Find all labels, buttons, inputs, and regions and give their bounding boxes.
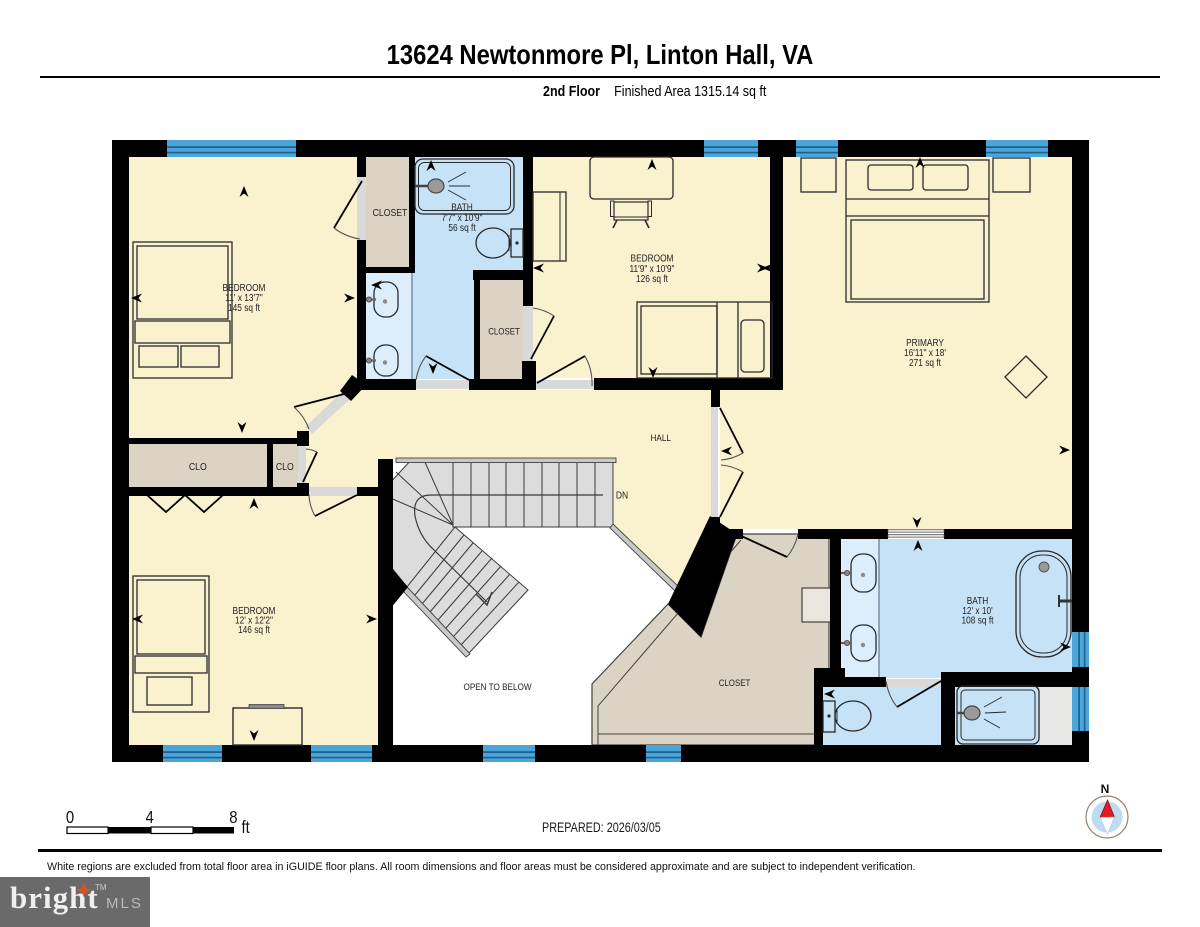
svg-text:145 sq ft: 145 sq ft	[228, 302, 260, 313]
svg-text:N: N	[1101, 782, 1110, 796]
svg-text:BATH: BATH	[967, 595, 989, 606]
svg-text:CLOSET: CLOSET	[719, 677, 751, 688]
svg-text:PRIMARY: PRIMARY	[906, 337, 944, 348]
svg-text:CLO: CLO	[276, 461, 294, 473]
svg-text:16'11" x 18': 16'11" x 18'	[904, 347, 946, 358]
svg-text:7'7" x 10'9": 7'7" x 10'9"	[442, 212, 483, 223]
svg-text:11' x 13'7": 11' x 13'7"	[225, 292, 262, 303]
svg-text:HALL: HALL	[651, 432, 671, 443]
svg-text:271 sq ft: 271 sq ft	[909, 357, 941, 368]
svg-text:CLOSET: CLOSET	[488, 326, 520, 337]
svg-text:4: 4	[145, 808, 153, 827]
svg-text:OPEN TO BELOW: OPEN TO BELOW	[463, 681, 532, 692]
svg-text:108 sq ft: 108 sq ft	[962, 615, 994, 626]
svg-text:56 sq ft: 56 sq ft	[448, 222, 476, 233]
svg-text:BEDROOM: BEDROOM	[233, 605, 276, 616]
svg-text:8: 8	[229, 808, 237, 827]
svg-text:CLO: CLO	[189, 461, 207, 473]
svg-text:CLOSET: CLOSET	[373, 207, 408, 219]
svg-text:ft: ft	[242, 818, 251, 837]
svg-text:126 sq ft: 126 sq ft	[636, 273, 668, 284]
svg-text:11'9" x 10'9": 11'9" x 10'9"	[630, 263, 675, 274]
svg-text:12' x 12'2": 12' x 12'2"	[235, 615, 273, 626]
svg-text:BEDROOM: BEDROOM	[631, 253, 674, 264]
svg-text:DN: DN	[616, 490, 628, 501]
svg-text:0: 0	[66, 808, 74, 827]
svg-text:12' x 10': 12' x 10'	[962, 605, 993, 616]
svg-text:BATH: BATH	[451, 202, 473, 213]
svg-text:146 sq ft: 146 sq ft	[238, 624, 270, 635]
svg-text:BEDROOM: BEDROOM	[223, 282, 266, 293]
